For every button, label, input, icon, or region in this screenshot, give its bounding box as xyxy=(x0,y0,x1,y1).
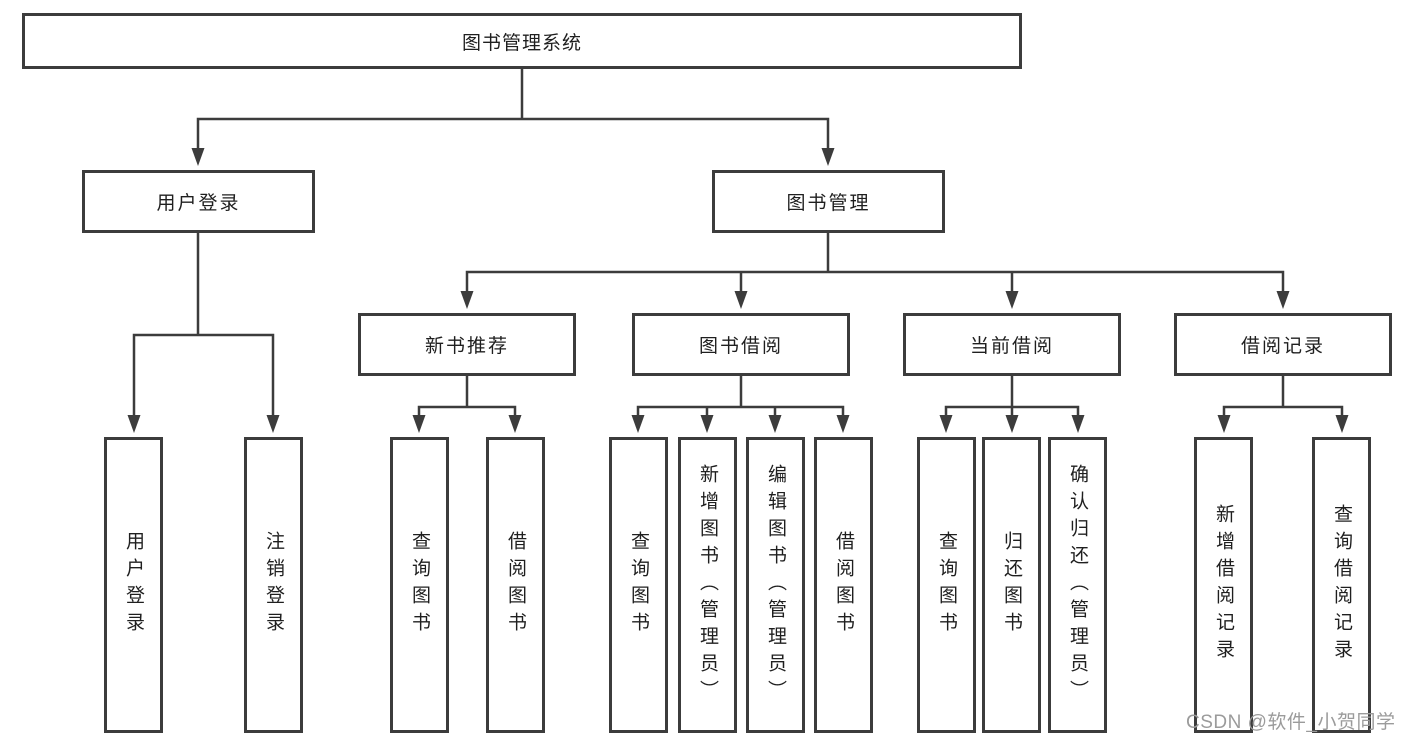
leaf-add-book-admin: 新增图书（管理员） xyxy=(678,437,737,733)
leaf-add-borrow-record: 新增借阅记录 xyxy=(1194,437,1253,733)
leaf-query-books-2: 查询图书 xyxy=(609,437,668,733)
leaf-confirm-return-admin-label: 确认归还（管理员） xyxy=(1067,463,1088,707)
leaf-query-borrow-record: 查询借阅记录 xyxy=(1312,437,1371,733)
node-book-management: 图书管理 xyxy=(712,170,945,233)
leaf-user-login-label: 用户登录 xyxy=(123,531,144,639)
node-user-login: 用户登录 xyxy=(82,170,315,233)
leaf-query-books: 查询图书 xyxy=(390,437,449,733)
leaf-return-books: 归还图书 xyxy=(982,437,1041,733)
node-borrowing-records: 借阅记录 xyxy=(1174,313,1392,376)
leaf-borrow-books: 借阅图书 xyxy=(486,437,545,733)
leaf-edit-book-admin-label: 编辑图书（管理员） xyxy=(765,463,786,707)
node-new-book-recommendation: 新书推荐 xyxy=(358,313,576,376)
leaf-return-books-label: 归还图书 xyxy=(1001,531,1022,639)
leaf-query-books-3-label: 查询图书 xyxy=(936,531,957,639)
leaf-query-books-2-label: 查询图书 xyxy=(628,531,649,639)
watermark-text: CSDN @软件_小贺同学 xyxy=(1186,712,1396,733)
leaf-query-books-3: 查询图书 xyxy=(917,437,976,733)
leaf-add-book-admin-label: 新增图书（管理员） xyxy=(697,463,718,707)
leaf-add-borrow-record-label: 新增借阅记录 xyxy=(1213,504,1234,666)
leaf-query-borrow-record-label: 查询借阅记录 xyxy=(1331,504,1352,666)
node-current-borrowing: 当前借阅 xyxy=(903,313,1121,376)
leaf-user-login: 用户登录 xyxy=(104,437,163,733)
leaf-borrow-books-2-label: 借阅图书 xyxy=(833,531,854,639)
leaf-logout-login-label: 注销登录 xyxy=(263,531,284,639)
node-book-borrowing: 图书借阅 xyxy=(632,313,850,376)
leaf-edit-book-admin: 编辑图书（管理员） xyxy=(746,437,805,733)
node-library-management-system: 图书管理系统 xyxy=(22,13,1022,69)
leaf-logout-login: 注销登录 xyxy=(244,437,303,733)
leaf-query-books-label: 查询图书 xyxy=(409,531,430,639)
leaf-borrow-books-2: 借阅图书 xyxy=(814,437,873,733)
leaf-borrow-books-label: 借阅图书 xyxy=(505,531,526,639)
leaf-confirm-return-admin: 确认归还（管理员） xyxy=(1048,437,1107,733)
